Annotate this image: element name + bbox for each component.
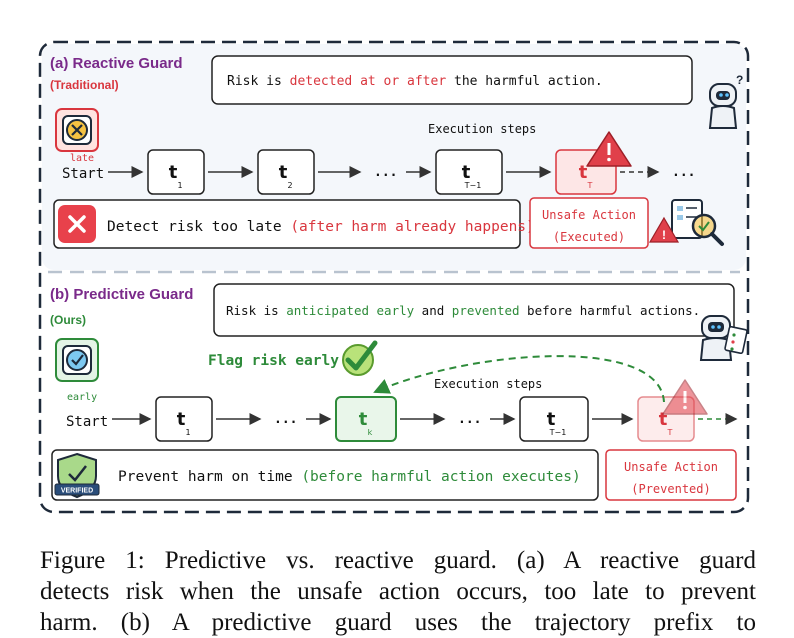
step-subscript: T−1 xyxy=(464,181,482,190)
ellipsis-step: ... xyxy=(374,165,397,180)
predictive-message-box xyxy=(213,283,735,337)
ellipsis-step: ... xyxy=(672,165,695,180)
verified-shield-icon: VERIFIED xyxy=(54,452,100,499)
robot-checklist-icon xyxy=(699,315,748,361)
step-subscript: 1 xyxy=(177,181,182,190)
predictive-exec-label: Execution steps xyxy=(434,377,542,391)
warning-triangle-icon xyxy=(586,131,632,167)
early-label: early xyxy=(67,392,97,403)
figure-caption: Figure 1: Predictive vs. reactive guard.… xyxy=(40,545,756,638)
reactive-message-box xyxy=(211,55,693,105)
reactive-subtitle: (Traditional) xyxy=(50,78,119,92)
step-subscript: 1 xyxy=(185,428,190,437)
predictive-message: Risk is anticipated early and prevented … xyxy=(226,303,700,318)
step-box xyxy=(435,149,503,195)
svg-text:?: ? xyxy=(736,73,743,87)
unsafe-executed-line1: Unsafe Action xyxy=(542,208,636,222)
reactive-message: Risk is detected at or after the harmful… xyxy=(227,74,603,89)
step-subscript: T xyxy=(587,181,593,190)
prevent-harm-text: Prevent harm on time (before harmful act… xyxy=(118,469,581,485)
reactive-start: Start xyxy=(62,166,104,182)
step-subscript: k xyxy=(368,428,373,437)
caption-line-2: detects risk when the unsafe action occu… xyxy=(40,578,756,605)
step-box xyxy=(155,396,213,442)
step-label: t xyxy=(169,162,178,183)
flag-risk-label: Flag risk early xyxy=(208,353,339,369)
step-label: t xyxy=(279,162,288,183)
step-box xyxy=(147,149,205,195)
prevent-harm-box xyxy=(51,449,599,501)
check-badge-icon xyxy=(342,340,378,376)
step-label: t xyxy=(579,162,588,183)
step-label: t xyxy=(359,409,368,430)
reactive-flow: t1t2...tT−1tT... xyxy=(108,149,695,195)
unsafe-prevented-line1: Unsafe Action xyxy=(624,460,718,474)
step-label: t xyxy=(547,409,556,430)
step-box xyxy=(519,396,589,442)
reactive-exec-label: Execution steps xyxy=(428,122,536,136)
unsafe-prevented-line2: (Prevented) xyxy=(631,482,710,496)
predictive-start: Start xyxy=(66,414,108,430)
unsafe-prevented-box xyxy=(605,449,737,501)
predictive-flow: t1...tk...tT−1tT xyxy=(112,396,738,442)
predictive-subtitle: (Ours) xyxy=(50,313,86,327)
caption-line-3: harm. (b) A predictive guard uses the tr… xyxy=(40,609,756,636)
document-inspect-icon: ! xyxy=(648,199,724,246)
early-guard-icon xyxy=(55,338,99,382)
unsafe-executed-box xyxy=(529,197,649,249)
caption-line-1: Figure 1: Predictive vs. reactive guard.… xyxy=(40,547,756,574)
late-guard-icon xyxy=(55,108,99,152)
step-subscript: 2 xyxy=(287,181,292,190)
early-flag-arrow xyxy=(373,355,665,403)
step-subscript: T xyxy=(667,428,673,437)
unsafe-executed-line2: (Executed) xyxy=(553,230,625,244)
verified-label: VERIFIED xyxy=(61,488,93,495)
step-box xyxy=(257,149,315,195)
robot-question-icon: ? xyxy=(708,73,743,129)
warning-triangle-faded-icon xyxy=(662,379,708,415)
step-subscript: T−1 xyxy=(549,428,567,437)
ellipsis-step: ... xyxy=(274,412,297,427)
svg-text:!: ! xyxy=(662,228,666,242)
late-label: late xyxy=(70,153,94,164)
step-label: t xyxy=(462,162,471,183)
predictive-title: (b) Predictive Guard xyxy=(50,286,193,303)
ellipsis-step: ... xyxy=(458,412,481,427)
reactive-title: (a) Reactive Guard xyxy=(50,55,183,72)
step-box xyxy=(335,396,397,442)
error-x-icon xyxy=(58,205,96,243)
step-label: t xyxy=(659,409,668,430)
detect-late-text: Detect risk too late (after harm already… xyxy=(107,219,535,235)
step-label: t xyxy=(177,409,186,430)
detect-late-box xyxy=(53,199,521,249)
